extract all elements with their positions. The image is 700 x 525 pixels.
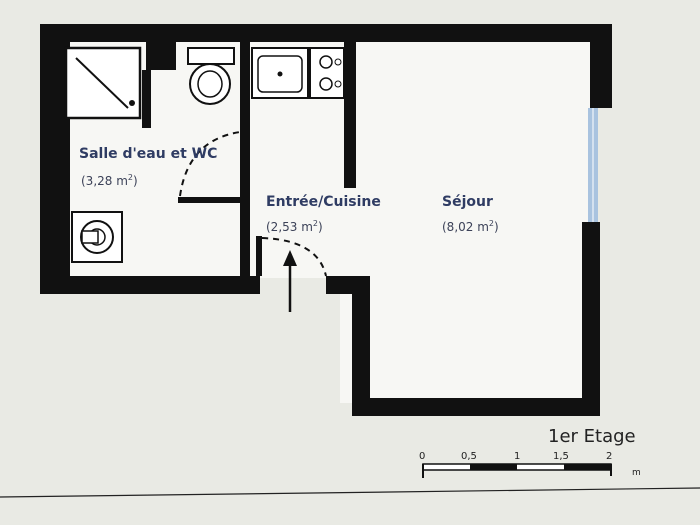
sink-icon (251, 47, 309, 99)
floor-label: 1er Etage (548, 426, 636, 447)
interior-walls (142, 42, 356, 278)
scale-unit: m (632, 468, 641, 478)
outer-walls (40, 24, 612, 416)
shower-icon (64, 46, 142, 120)
page-baseline (0, 487, 700, 498)
scale-tick-1-5: 1,5 (553, 451, 569, 462)
scale-tick-2: 2 (606, 451, 613, 462)
scale-tick-1: 1 (514, 451, 521, 462)
bathroom-name: Salle d'eau et WC (79, 146, 218, 162)
scale-bar (422, 463, 612, 478)
living-area: (8,02 m2) (442, 219, 499, 234)
scale-tick-0: 0 (419, 451, 426, 462)
entrance-arrow-icon (283, 250, 297, 312)
toilet-icon (187, 47, 235, 105)
door-swings (179, 131, 327, 277)
living-name: Séjour (442, 194, 493, 210)
washing-machine-icon (71, 211, 123, 263)
scale-tick-0-5: 0,5 (461, 451, 477, 462)
window (588, 108, 598, 222)
cooktop-icon (309, 47, 345, 99)
bathroom-area: (3,28 m2) (81, 173, 138, 188)
entry-area: (2,53 m2) (266, 219, 323, 234)
entry-name: Entrée/Cuisine (266, 194, 381, 210)
